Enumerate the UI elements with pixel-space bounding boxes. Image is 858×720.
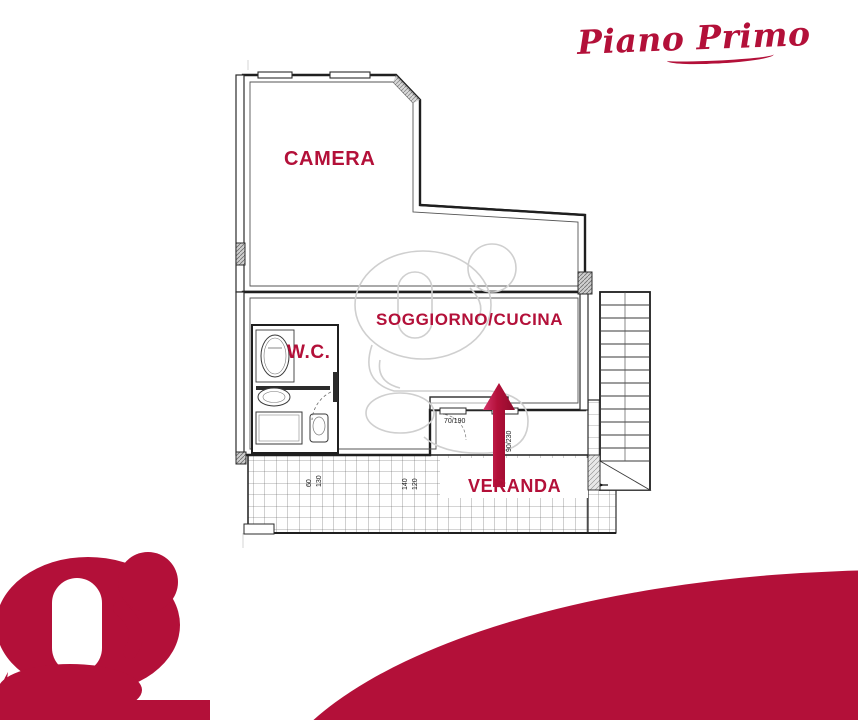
shower-fixture (255, 411, 303, 445)
sink-fixture (257, 387, 291, 407)
walls-group (235, 60, 652, 548)
construction-lines (242, 60, 249, 548)
bathtub-fixture (255, 329, 295, 383)
room-label-camera: CAMERA (284, 148, 376, 170)
dimension-veranda-d: 120 (412, 478, 419, 490)
dimension-veranda-a: 60 (306, 479, 313, 487)
room-label-soggiorno-cucina: SOGGIORNO/CUCINA (376, 310, 564, 329)
toilet-fixture (309, 413, 329, 443)
room-wc (251, 324, 339, 454)
dimension-door-right: 90/230 (506, 430, 513, 452)
veranda-floor (247, 399, 617, 534)
dimension-door-left: 70/190 (444, 418, 465, 425)
staircase (587, 291, 652, 491)
dimension-veranda-b: 130 (316, 475, 323, 487)
dimension-veranda-c: 140 (402, 478, 409, 490)
room-label-veranda: VERANDA (468, 476, 562, 496)
veranda-edge (243, 523, 616, 535)
room-label-wc: W.C. (287, 342, 331, 363)
dimension-door-left-text: 70/190 (444, 418, 466, 425)
